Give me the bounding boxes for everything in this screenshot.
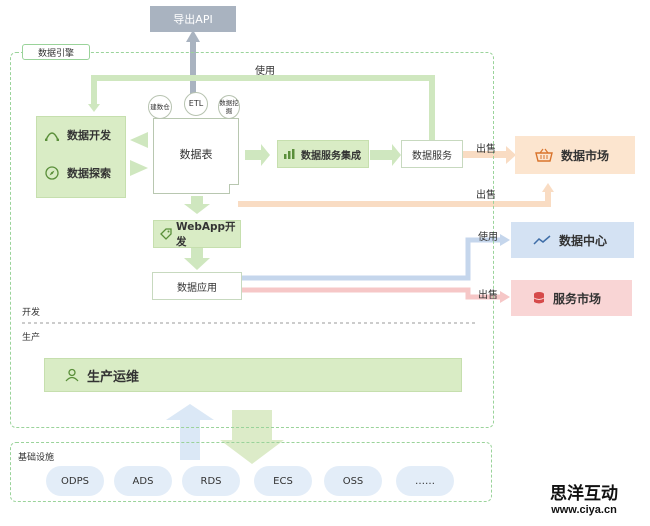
use-line-blue [242, 237, 502, 281]
watermark-url: www.ciya.cn [551, 504, 617, 516]
sell-label-3: 出售 [478, 290, 498, 301]
data-app-box: 数据应用 [152, 272, 242, 300]
use-loop-line [91, 75, 435, 140]
prod-label: 生产 [22, 333, 41, 343]
export-arrow-head [186, 30, 200, 42]
data-service-integration-box: 数据服务集成 [277, 140, 369, 168]
data-service-label: 数据服务 [412, 150, 452, 162]
dev-label: 开发 [22, 308, 41, 318]
prod-ops-bar[interactable]: 生产运维 [44, 358, 462, 392]
webapp-dev-box: WebApp开发 [153, 220, 241, 248]
service-market-label: 服务市场 [553, 291, 602, 306]
infra-label: 基础设施 [18, 453, 55, 463]
tag-icon [160, 228, 172, 240]
watermark: 思洋互动 www.ciya.cn [520, 484, 648, 524]
export-api-label: 导出API [173, 13, 213, 26]
watermark-title: 思洋互动 [550, 484, 618, 504]
data-market-label: 数据市场 [561, 148, 610, 163]
cloud-ads[interactable]: ADS [114, 466, 172, 496]
data-table-box: 数据表 [153, 118, 239, 194]
prod-ops-label: 生产运维 [87, 369, 140, 385]
data-dev-label: 数据开发 [67, 129, 111, 142]
bar-chart-icon [284, 149, 296, 159]
trend-line-icon [533, 234, 551, 246]
database-icon [533, 291, 545, 305]
arrow-service-market [462, 151, 506, 158]
dev-explore-panel: 数据开发 数据探索 [36, 116, 126, 198]
use-mid-label: 使用 [478, 232, 498, 243]
data-app-label: 数据应用 [177, 282, 217, 294]
cloud-ecs[interactable]: ECS [254, 466, 312, 496]
arrow-table-webapp [191, 196, 203, 206]
cloud-oss[interactable]: OSS [324, 466, 382, 496]
page-fold [229, 184, 239, 194]
data-center-box[interactable]: 数据中心 [511, 222, 634, 258]
cloud-rds[interactable]: RDS [182, 466, 240, 496]
use-loop-head [88, 104, 100, 112]
cloud-more[interactable]: …… [396, 466, 454, 496]
arrow-table-service [245, 150, 261, 160]
infra-up-arrow [166, 404, 214, 460]
webapp-dev-label: WebApp开发 [176, 221, 236, 248]
data-service-integration-label: 数据服务集成 [301, 150, 361, 162]
data-center-label: 数据中心 [559, 233, 608, 248]
bulb-warehouse: 建数仓 [148, 95, 172, 119]
use-top-label: 使用 [255, 66, 275, 77]
sell-label-1: 出售 [476, 144, 496, 155]
sell-line-red [242, 287, 502, 300]
data-table-label: 数据表 [179, 148, 213, 161]
data-explore-label: 数据探索 [67, 167, 111, 180]
data-engine-container [10, 52, 494, 428]
data-engine-label: 数据引擎 [37, 48, 74, 59]
arrow-dev-table [130, 160, 148, 176]
service-market-box[interactable]: 服务市场 [511, 280, 632, 316]
data-market-box[interactable]: 数据市场 [515, 136, 635, 174]
data-engine-tag: 数据引擎 [22, 44, 90, 60]
compass-icon [45, 166, 59, 180]
data-service-box: 数据服务 [401, 140, 463, 168]
infra-down-arrow [220, 410, 284, 464]
arrow-table-dev [130, 132, 148, 148]
arrow-webapp-app [191, 248, 203, 260]
basket-icon [535, 148, 553, 162]
cloud-odps[interactable]: ODPS [46, 466, 104, 496]
arrow-integration-service [370, 150, 392, 160]
infra-container [10, 442, 492, 502]
bulb-mining: 数据挖掘 [218, 95, 240, 119]
curve-icon [45, 129, 59, 141]
sell-label-2: 出售 [476, 190, 496, 201]
export-api-box: 导出API [150, 6, 236, 32]
data-explore-row[interactable]: 数据探索 [45, 165, 111, 181]
data-dev-row[interactable]: 数据开发 [45, 127, 111, 143]
user-icon [65, 368, 79, 382]
sell-line-2 [238, 190, 551, 207]
bulb-etl: ETL [184, 92, 208, 116]
export-arrow-shaft [190, 38, 196, 96]
